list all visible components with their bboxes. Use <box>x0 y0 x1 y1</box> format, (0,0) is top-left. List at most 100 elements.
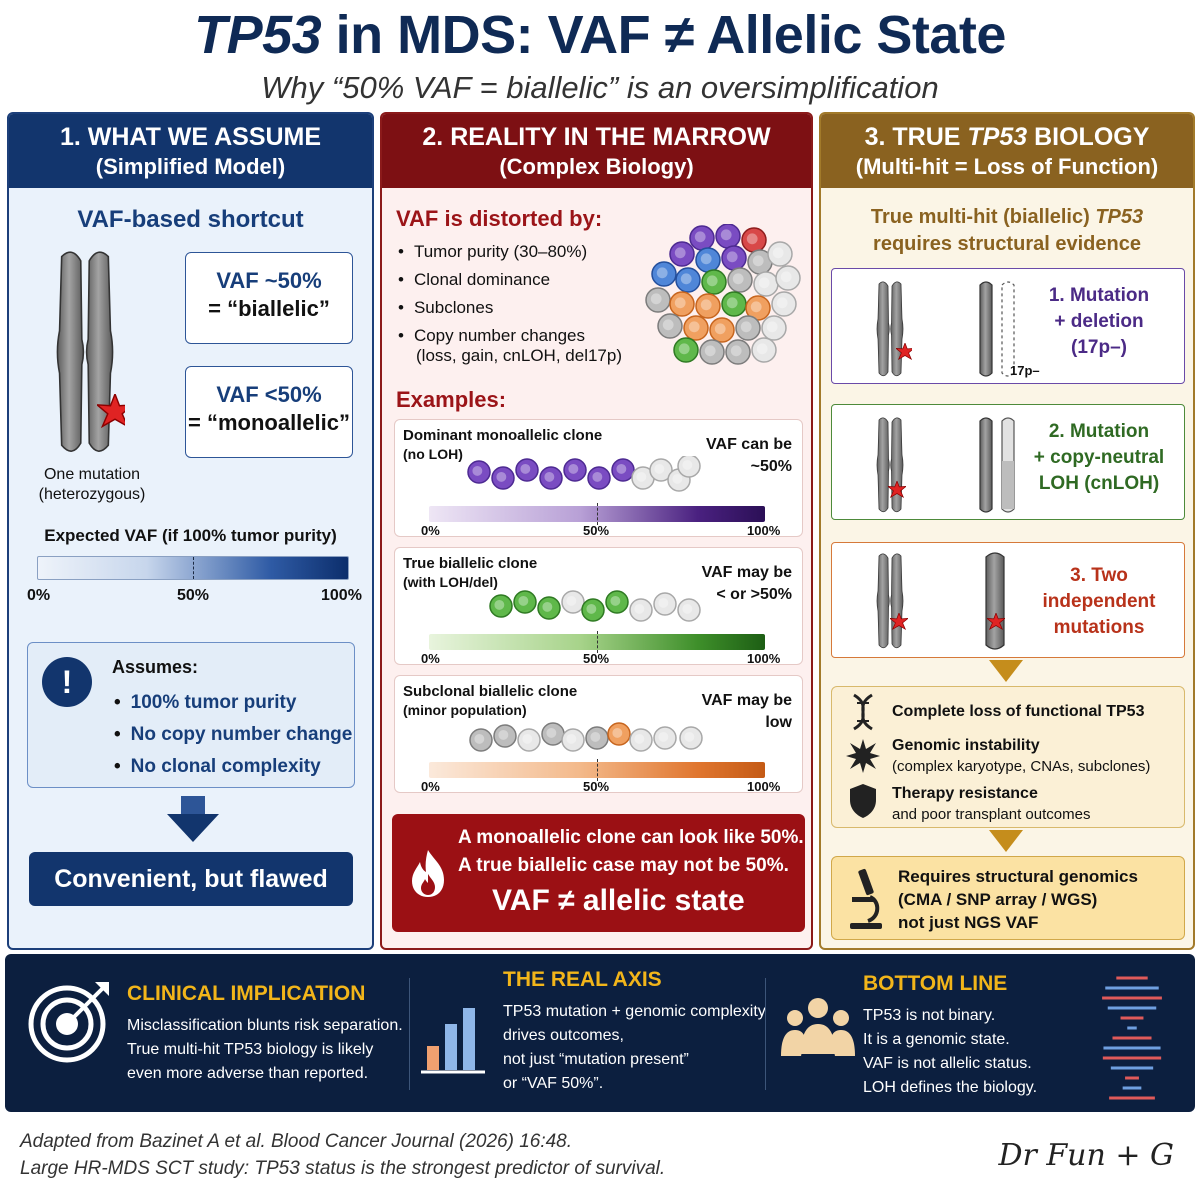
structural-line-2: (CMA / SNP array / WGS) <box>898 890 1098 909</box>
alert-line-2: A true biallelic case may not be 50%. <box>458 855 789 876</box>
assumes-title: Assumes: <box>112 657 199 677</box>
vaf-50-box: VAF ~50% = “biallelic” <box>185 252 353 344</box>
cell <box>669 291 695 317</box>
cell <box>513 590 537 614</box>
arrow-down-icon <box>989 830 1023 852</box>
page-subtitle: Why “50% VAF = biallelic” is an oversimp… <box>261 70 939 105</box>
people-icon <box>781 998 855 1056</box>
cell-cluster-icon <box>645 224 801 365</box>
cell <box>561 590 585 614</box>
cell <box>673 337 699 363</box>
cell <box>695 293 721 319</box>
cell <box>675 267 701 293</box>
clinical-title: CLINICAL IMPLICATION <box>127 982 366 1005</box>
list-item: No copy number change <box>114 719 353 751</box>
alert-line-3: VAF ≠ allelic state <box>492 884 745 917</box>
mutated-chromosome-icon <box>985 552 1005 650</box>
bottom-summary-band: CLINICAL IMPLICATION Misclassification b… <box>5 954 1195 1112</box>
cell <box>587 466 611 490</box>
list-item: •Copy number changes(loss, gain, cnLOH, … <box>398 326 622 365</box>
example-biallelic: True biallelic clone(with LOH/del) VAF m… <box>394 547 803 666</box>
cell <box>771 291 797 317</box>
cell <box>695 247 721 273</box>
bar-chart-icon <box>421 1008 485 1074</box>
cell <box>721 245 747 271</box>
cell <box>469 728 493 752</box>
tick-100: 100% <box>321 587 362 604</box>
cell <box>745 295 771 321</box>
outcomes-box: Complete loss of functional TP53 Genomic… <box>831 686 1185 828</box>
cell <box>751 337 777 363</box>
cell <box>677 598 701 622</box>
cell <box>537 596 561 620</box>
cell <box>561 728 585 752</box>
cell <box>699 339 725 365</box>
example-subclonal: Subclonal biallelic clone(minor populati… <box>394 675 803 794</box>
deleted-chromosome-icon <box>979 281 1015 377</box>
structural-line-3: not just NGS VAF <box>898 913 1039 932</box>
panel2-heading: 2. REALITY IN THE MARROW (Complex Biolog… <box>382 114 811 188</box>
example-monoallelic: Dominant monoallelic clone(no LOH) VAF c… <box>394 419 803 538</box>
cell <box>629 598 653 622</box>
cell <box>607 722 631 746</box>
cell <box>657 313 683 339</box>
cell <box>585 726 609 750</box>
cell <box>629 728 653 752</box>
outcome-item: Complete loss of functional TP53 <box>892 703 1145 720</box>
cell <box>715 224 741 249</box>
chromosome-icon <box>876 417 906 513</box>
cell <box>515 458 539 482</box>
cell <box>493 724 517 748</box>
target-icon <box>28 982 109 1063</box>
dna-icon <box>853 693 873 731</box>
cell <box>721 291 747 317</box>
panel-true-biology: 3. TRUE TP53 BIOLOGY (Multi-hit = Loss o… <box>819 112 1195 950</box>
vaf-shortcut-title: VAF-based shortcut <box>77 206 304 233</box>
structural-line-1: Requires structural genomics <box>898 867 1138 886</box>
cell <box>467 460 491 484</box>
clinical-text: Misclassification blunts risk separation… <box>127 1017 403 1082</box>
shield-icon <box>850 784 876 818</box>
vaf-bar-purple <box>429 503 765 525</box>
cell <box>645 287 671 313</box>
cell <box>761 315 787 341</box>
panel-what-we-assume: 1. WHAT WE ASSUME (Simplified Model) VAF… <box>7 112 374 950</box>
examples-title: Examples: <box>396 387 507 412</box>
vaf-bar-green <box>429 631 765 653</box>
alert-line-1: A monoallelic clone can look like 50%. <box>458 827 804 848</box>
tick-50: 50% <box>177 587 210 604</box>
arrow-down-icon <box>167 796 219 842</box>
bottom-line-title: BOTTOM LINE <box>863 972 1008 995</box>
panel-reality-in-marrow: 2. REALITY IN THE MARROW (Complex Biolog… <box>380 112 813 950</box>
mechanism-two-mutations: 3. Two independent mutations <box>831 542 1185 658</box>
list-item: •Tumor purity (30–80%) <box>398 242 588 261</box>
cell <box>747 249 773 275</box>
axis-text: TP53 mutation + genomic complexity drive… <box>503 1003 766 1092</box>
vaf-bar-orange <box>429 759 765 781</box>
mechanism-label: 3. Two independent mutations <box>1042 565 1156 638</box>
cell <box>689 225 715 251</box>
list-item: •Clonal dominance <box>398 270 551 289</box>
chromosome-icon <box>56 251 125 453</box>
mechanism-deletion: 17p– 1. Mutation + deletion (17p–) <box>831 268 1185 384</box>
cell <box>741 227 767 253</box>
cell <box>653 592 677 616</box>
list-item: 100% tumor purity <box>114 687 352 719</box>
mechanism-label: 2. Mutation + copy-neutral LOH (cnLOH) <box>1033 421 1165 494</box>
cell <box>709 317 735 343</box>
cell <box>649 458 673 482</box>
microscope-icon <box>850 868 882 929</box>
cell <box>563 458 587 482</box>
cell <box>727 267 753 293</box>
citation: Adapted from Bazinet A et al. Blood Canc… <box>20 1131 666 1179</box>
deletion-label: 17p– <box>1010 363 1040 378</box>
chromosome-icon <box>876 553 908 649</box>
structural-evidence-intro: True multi-hit (biallelic) TP53 requires… <box>870 206 1144 255</box>
warning-icon: ! <box>42 657 92 707</box>
cell <box>611 458 635 482</box>
cell <box>753 271 779 297</box>
cell <box>767 241 793 267</box>
cell <box>725 339 751 365</box>
cell <box>581 598 605 622</box>
cell-row-orange <box>469 722 703 752</box>
